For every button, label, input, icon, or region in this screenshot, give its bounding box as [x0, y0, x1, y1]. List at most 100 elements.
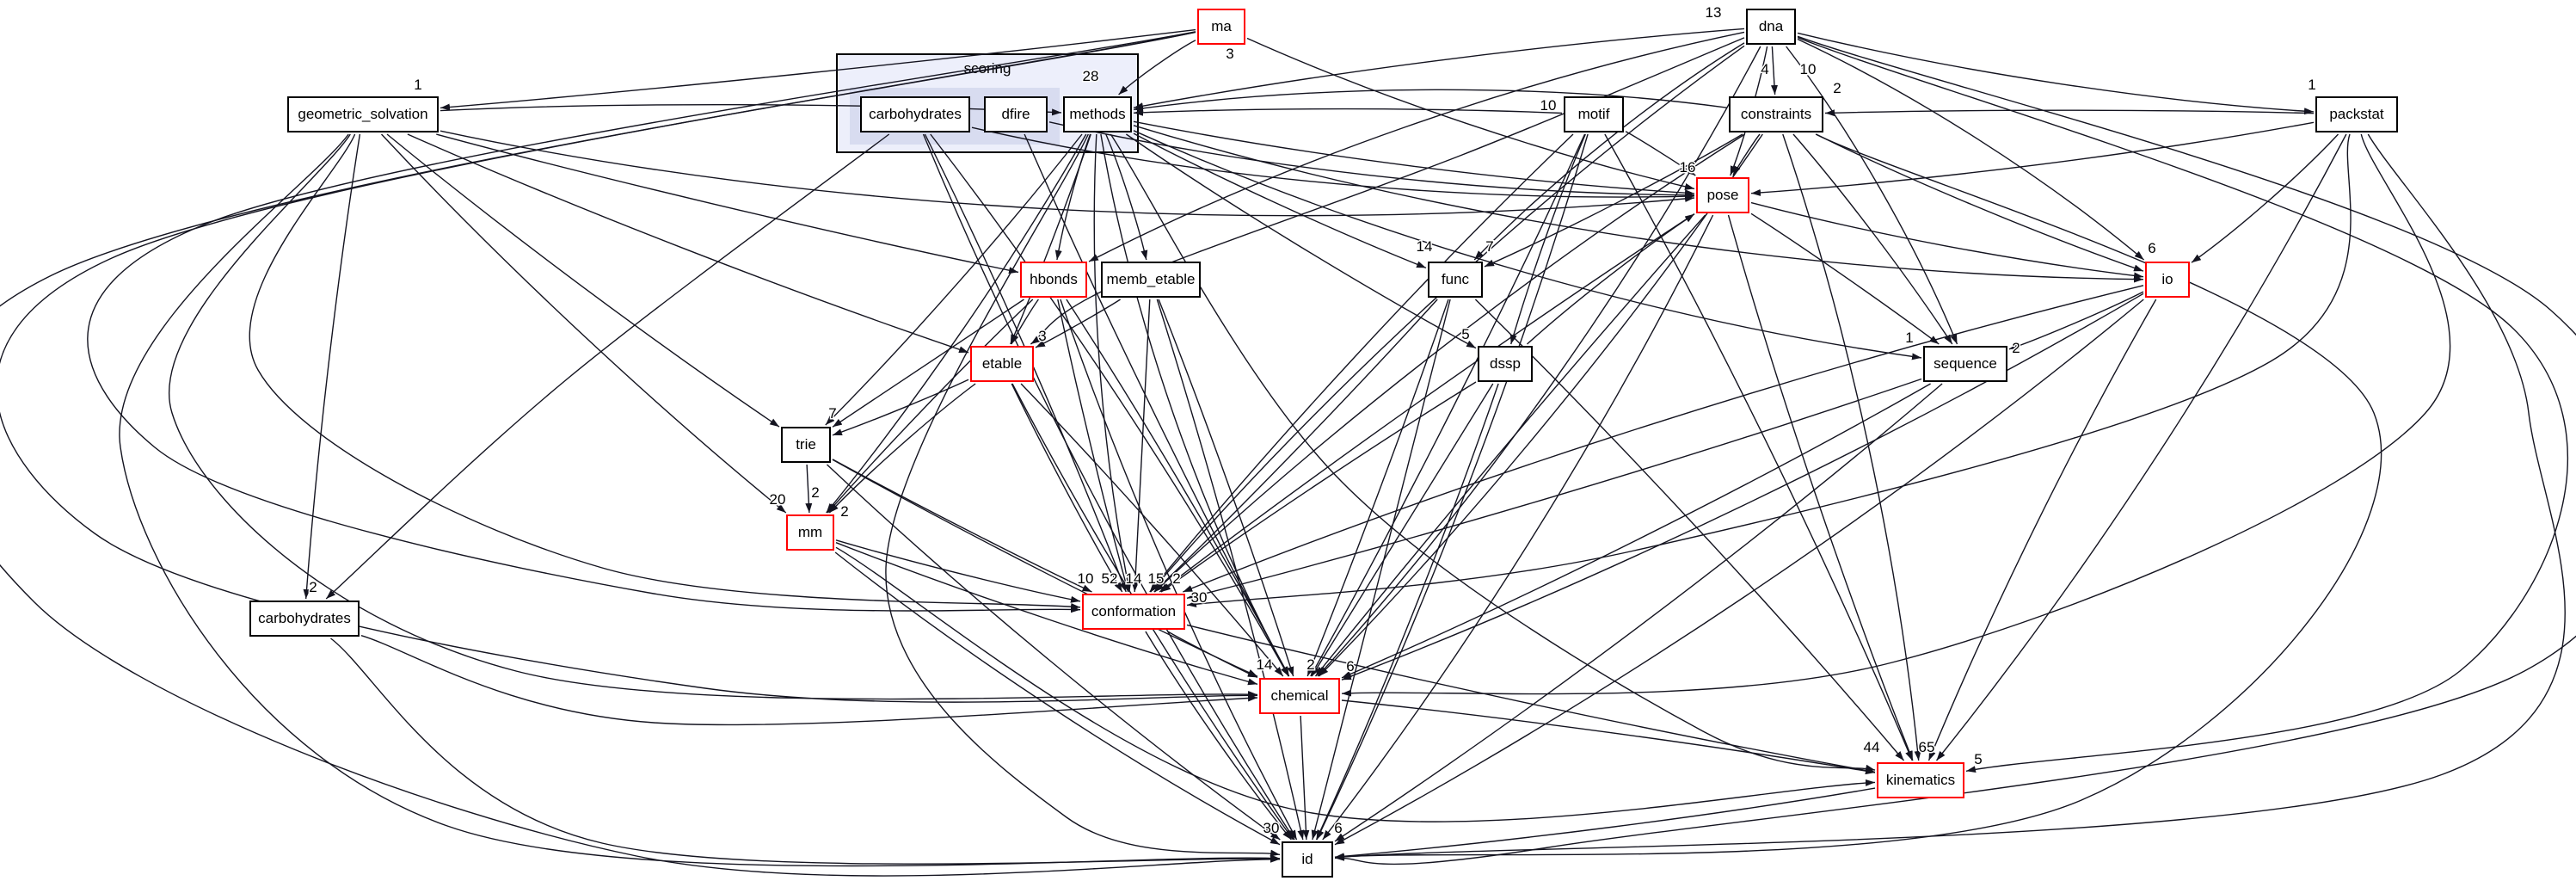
- node-label: dfire: [1001, 106, 1030, 122]
- node-motif[interactable]: motif: [1564, 96, 1624, 132]
- edge-methods-to-chemical: [1100, 133, 1290, 677]
- edge-geometric_solvation-to-methods: [440, 103, 1062, 116]
- node-etable[interactable]: etable: [970, 346, 1034, 382]
- edge-methods-to-mm: [826, 133, 1087, 514]
- edge-dna-to-methods: [1133, 28, 1745, 110]
- edge-geometric_solvation-to-etable: [407, 133, 969, 354]
- edge-constraints-to-chemical: [1319, 133, 1763, 677]
- node-id[interactable]: id: [1282, 841, 1333, 878]
- edge-dssp-to-conformation: [1160, 381, 1477, 593]
- edge-etable-to-conformation: [1011, 383, 1123, 593]
- edge-carbohydrates-to-id: [330, 638, 1281, 865]
- edge-conformation-to-kinematics: [1186, 624, 1876, 774]
- edge-hbonds-to-trie: [832, 299, 1024, 428]
- node-constraints[interactable]: constraints: [1729, 96, 1823, 132]
- edge-memb_etable-to-chemical: [1158, 299, 1294, 677]
- edge-ma-to-geometric_solvation: [440, 28, 1196, 111]
- edge-count-packstat-to-constraints: 10: [1800, 61, 1817, 77]
- edge-motif-to-methods: [1133, 108, 1563, 116]
- edge-count-io-to-sequence: 2: [2012, 340, 2020, 356]
- edge-dssp-to-chemical: [1311, 383, 1494, 677]
- edge-conformation-to-id: [1145, 631, 1292, 841]
- node-label: io: [2161, 271, 2173, 287]
- node-sequence[interactable]: sequence: [1923, 346, 2007, 382]
- edge-ma-to-conformation: [87, 31, 1196, 613]
- node-dfire[interactable]: dfire: [984, 96, 1048, 132]
- edge-dna-to-io: [1797, 38, 2145, 261]
- edge-scoring_carbohydrates-to-pose: [971, 126, 1695, 200]
- edge-func-to-chemical: [1306, 299, 1449, 677]
- node-carbohydrates[interactable]: carbohydrates: [249, 601, 360, 637]
- edge-scoring_carbohydrates-to-carbohydrates: [325, 133, 890, 600]
- node-ma[interactable]: ma: [1197, 9, 1245, 45]
- node-geometric_solvation[interactable]: geometric_solvation: [287, 96, 439, 132]
- edge-geometric_solvation-to-chemical: [169, 133, 1258, 700]
- edge-dna-to-etable: [1030, 37, 1745, 345]
- edge-sequence-to-chemical: [1341, 383, 1931, 679]
- node-io[interactable]: io: [2145, 262, 2190, 298]
- node-memb_etable[interactable]: memb_etable: [1101, 262, 1201, 298]
- edge-count-methods-to-mm: 20: [770, 491, 786, 508]
- node-label: kinematics: [1885, 772, 1956, 788]
- edge-packstat-to-id: [1334, 133, 2566, 860]
- edge-io-to-conformation: [1183, 285, 2144, 593]
- node-hbonds[interactable]: hbonds: [1020, 262, 1087, 298]
- edge-dna-to-conformation: [1150, 45, 1745, 593]
- node-mm[interactable]: mm: [786, 514, 834, 551]
- node-methods[interactable]: methods: [1063, 96, 1132, 132]
- edge-geometric_solvation-to-trie: [386, 133, 780, 428]
- edge-dna-to-kinematics: [1797, 36, 2568, 773]
- edge-count-motif-to-methods: 10: [1540, 97, 1557, 114]
- node-label: methods: [1069, 106, 1126, 122]
- node-dssp[interactable]: dssp: [1478, 346, 1533, 382]
- edge-packstat-to-conformation: [1186, 133, 2352, 608]
- node-dna[interactable]: dna: [1746, 9, 1796, 45]
- node-func[interactable]: func: [1428, 262, 1483, 298]
- edge-func-to-kinematics: [1474, 299, 1905, 761]
- edge-pose-to-sequence: [1750, 213, 1940, 345]
- edge-count-methods-to-conformation: 30: [1191, 589, 1208, 606]
- edge-count-pose-to-chemical: 2: [1306, 656, 1314, 673]
- node-label: dssp: [1490, 355, 1521, 372]
- edge-geometric_solvation-to-hbonds: [436, 133, 1019, 274]
- edge-io-to-sequence: [2008, 291, 2144, 350]
- edge-memb_etable-to-id: [1156, 299, 1305, 841]
- edge-func-to-conformation: [1153, 299, 1438, 593]
- edge-count-methods-to-func: 7: [1485, 238, 1493, 255]
- node-packstat[interactable]: packstat: [2315, 96, 2398, 132]
- edge-count-conformation-to-kinematics: 65: [1919, 739, 1935, 755]
- node-chemical[interactable]: chemical: [1259, 678, 1340, 714]
- edge-chemical-to-kinematics: [1341, 699, 1876, 775]
- node-label: carbohydrates: [258, 610, 351, 626]
- node-label: memb_etable: [1106, 271, 1196, 287]
- edge-count-dna-to-packstat: 1: [2308, 77, 2315, 93]
- edge-dna-to-hbonds: [1088, 31, 1745, 262]
- edge-packstat-to-io: [2191, 133, 2339, 263]
- edge-count-io-to-kinematics: 5: [1974, 751, 1982, 767]
- edge-count-conformation-to-id: 30: [1263, 820, 1280, 836]
- node-trie[interactable]: trie: [781, 427, 831, 463]
- edge-constraints-to-kinematics: [1782, 133, 1921, 761]
- edge-motif-to-kinematics: [1604, 133, 1913, 761]
- edge-mm-to-kinematics: [835, 546, 1876, 822]
- edge-methods-to-pose: [1133, 120, 1695, 197]
- edge-mm-to-conformation: [835, 539, 1081, 603]
- node-kinematics[interactable]: kinematics: [1877, 762, 1964, 798]
- edge-memb_etable-to-etable: [1035, 299, 1121, 348]
- edge-chemical-to-id: [1300, 715, 1310, 841]
- edge-dssp-to-id: [1315, 383, 1499, 841]
- edge-conformation-to-chemical: [1167, 631, 1258, 679]
- edge-count-pose-to-conformation: 52: [1102, 570, 1118, 587]
- node-conformation[interactable]: conformation: [1082, 594, 1185, 630]
- edge-methods-to-trie: [825, 133, 1083, 426]
- edge-motif-to-chemical: [1310, 133, 1586, 677]
- edge-count-motif-to-conformation: 2: [1172, 570, 1180, 587]
- edge-packstat-to-kinematics: [1935, 133, 2347, 761]
- edge-methods-to-func: [1133, 132, 1427, 269]
- edge-hbonds-to-id: [1060, 299, 1298, 841]
- node-pose[interactable]: pose: [1696, 177, 1749, 213]
- edge-count-hbonds-to-mm: 2: [811, 484, 819, 501]
- node-scoring_carbohydrates[interactable]: carbohydrates: [860, 96, 970, 132]
- edge-hbonds-to-etable: [1011, 299, 1039, 345]
- edge-dna-to-func: [1473, 42, 1745, 261]
